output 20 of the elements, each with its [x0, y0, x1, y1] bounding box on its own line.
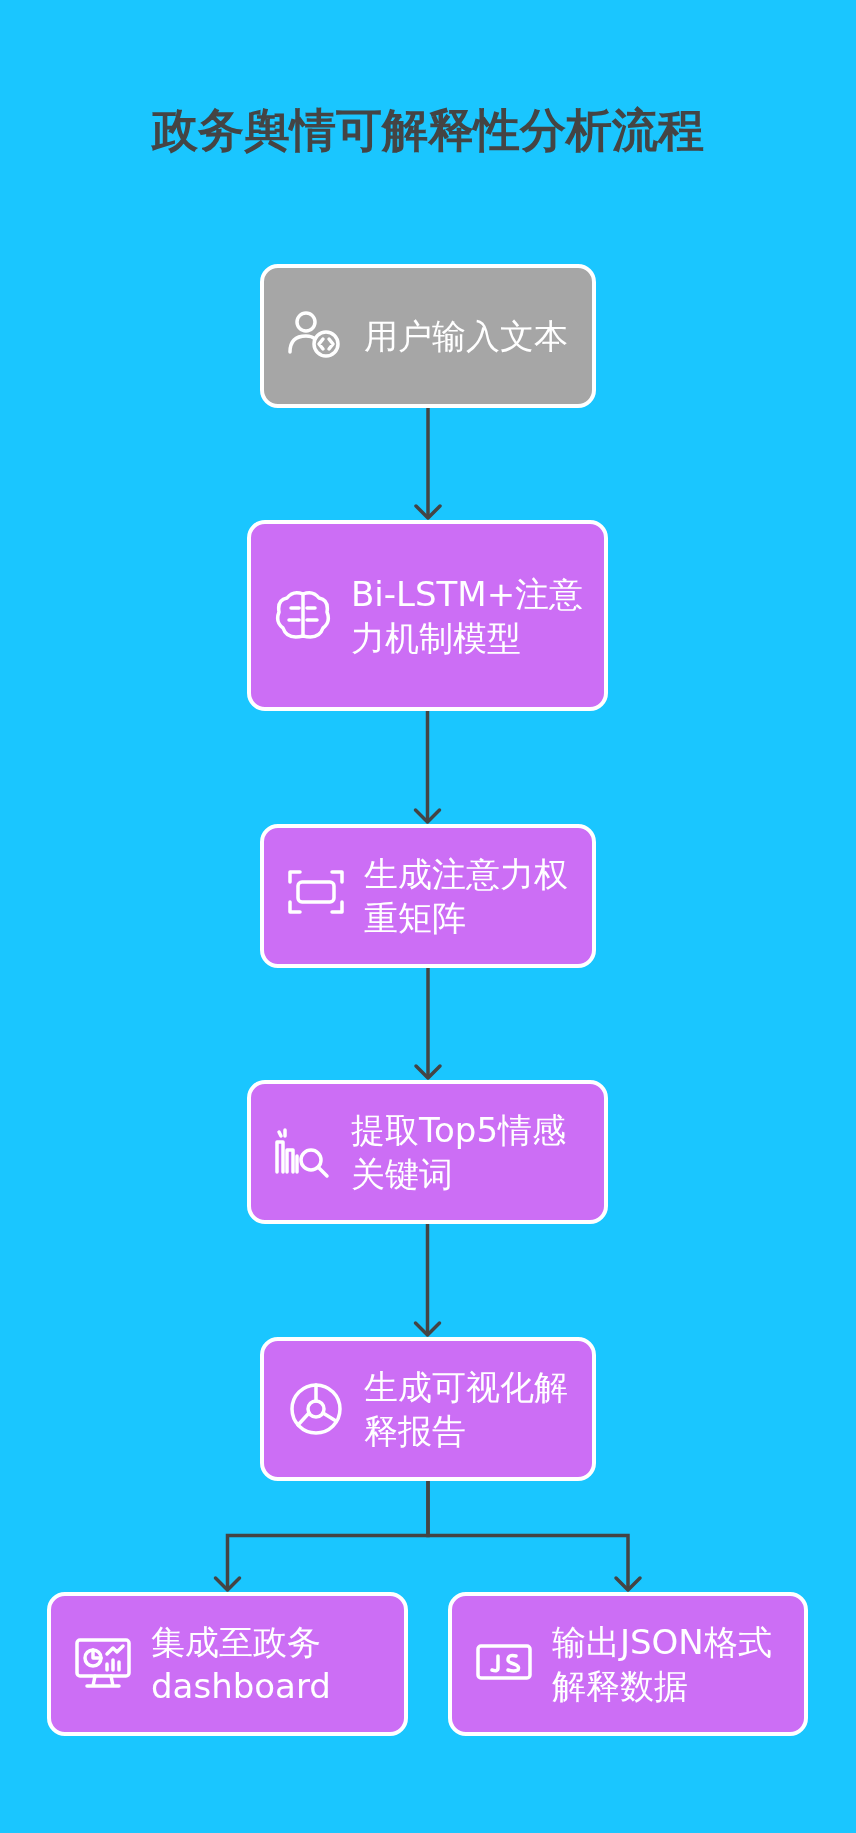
- box-label: Bi-LSTM+注意力机制模型: [351, 572, 585, 660]
- process-box: [247, 520, 608, 711]
- box-label: 输出JSON格式解释数据: [552, 1621, 773, 1708]
- arrow: [426, 1481, 642, 1592]
- process-box: [247, 1080, 608, 1224]
- title: 政务舆情可解释性分析流程: [150, 102, 705, 159]
- arrow: [414, 408, 442, 520]
- box-label: 生成注意力权重矩阵: [364, 853, 569, 940]
- process-box: [260, 824, 596, 968]
- box-label: 提取Top5情感关键词: [351, 1109, 567, 1196]
- process-box: [47, 1592, 408, 1736]
- arrow: [413, 711, 442, 824]
- process-box: [448, 1592, 808, 1736]
- process-box: [260, 1337, 596, 1481]
- process-box: [260, 264, 596, 408]
- arrow: [414, 968, 442, 1080]
- box-label: 生成可视化解释报告: [364, 1366, 569, 1453]
- box-label: 集成至政务dashboard: [151, 1621, 332, 1708]
- arrow: [413, 1224, 442, 1337]
- box-label: 用户输入文本: [364, 315, 568, 358]
